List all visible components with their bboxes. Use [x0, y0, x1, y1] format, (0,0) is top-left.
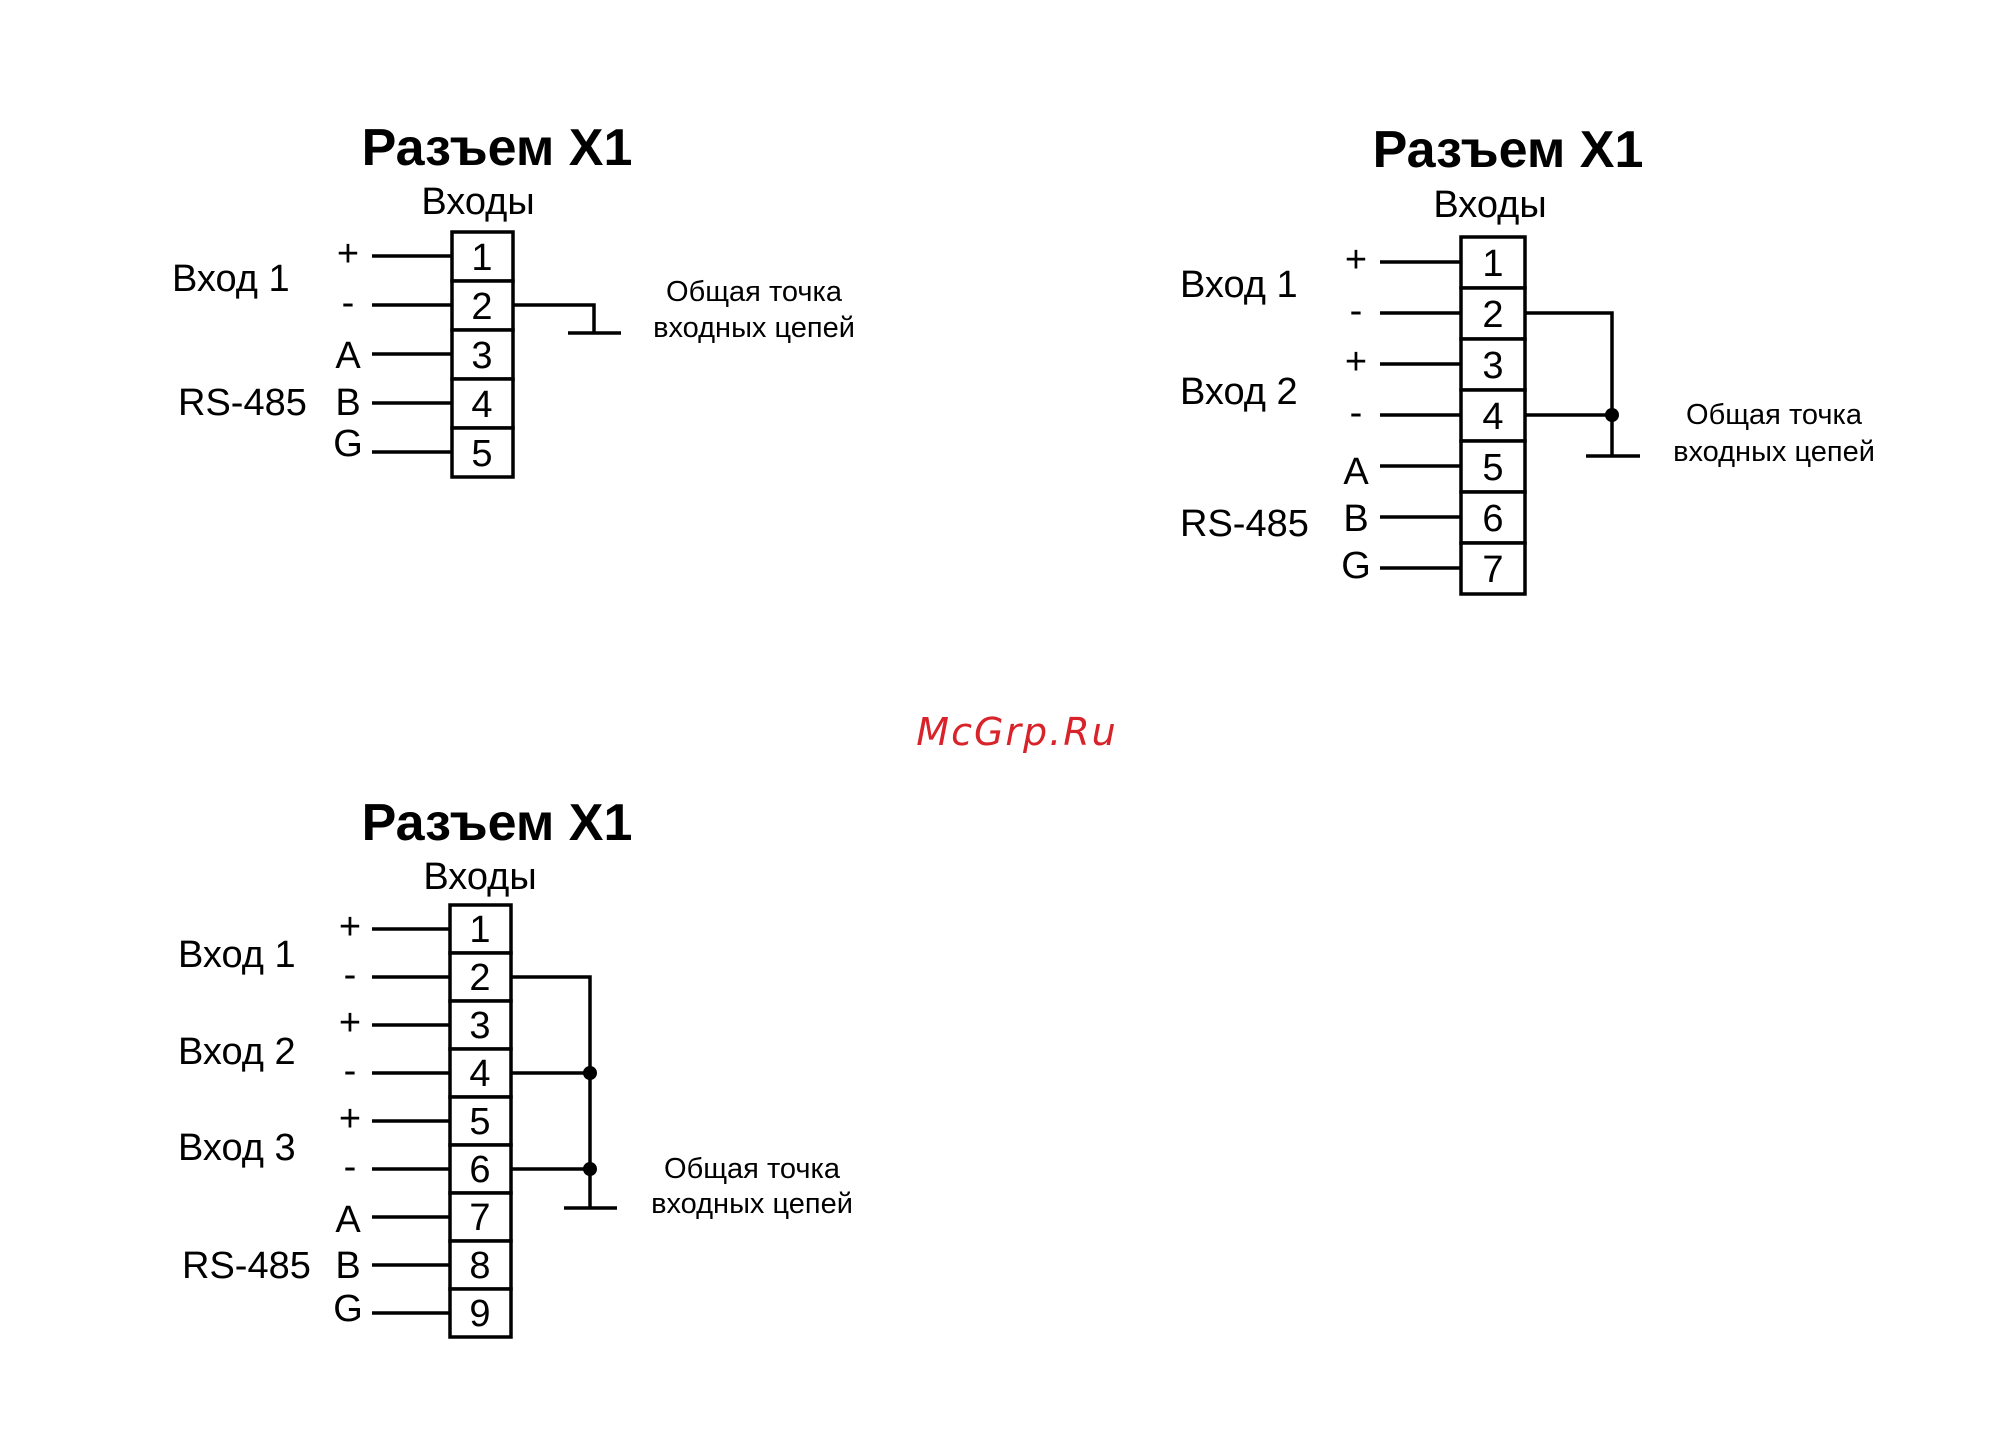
pin-number: 5: [1482, 447, 1503, 489]
wire-leads: [1380, 262, 1461, 568]
signal-label: B: [335, 1245, 360, 1287]
pin-number: 3: [1482, 345, 1503, 387]
pin-number: 4: [471, 384, 492, 426]
input-group-label: Вход 2: [1180, 371, 1298, 413]
connector-diagram-1: Разъем X1 Входы 1 2 3 4 5 + - A B G: [172, 119, 855, 477]
pin-number: 6: [469, 1149, 490, 1191]
signal-label: -: [344, 1050, 357, 1092]
signal-label: -: [1350, 392, 1363, 434]
rs485-group-label: RS-485: [178, 382, 307, 424]
signal-label: A: [335, 1199, 361, 1241]
pin-number: 4: [469, 1053, 490, 1095]
pin-number: 9: [469, 1293, 490, 1335]
common-point-note: Общая точка: [1686, 399, 1863, 431]
signal-label: A: [335, 335, 361, 377]
signal-label: B: [1343, 498, 1368, 540]
wire-leads: [372, 256, 452, 452]
pin-number: 2: [471, 286, 492, 328]
input-group-label: Вход 3: [178, 1127, 296, 1169]
pin-number: 5: [471, 433, 492, 475]
pin-number: 6: [1482, 498, 1503, 540]
common-point-note: входных цепей: [651, 1188, 853, 1220]
pin-number: 3: [471, 335, 492, 377]
junction-dot: [583, 1162, 597, 1176]
pin-number: 8: [469, 1245, 490, 1287]
rs485-group-label: RS-485: [1180, 503, 1309, 545]
signal-label: A: [1343, 451, 1369, 493]
pin-number: 7: [469, 1197, 490, 1239]
signal-label: +: [337, 233, 359, 275]
wire-leads: [372, 929, 450, 1313]
terminal-block: 1 2 3 4 5: [452, 232, 513, 477]
connector-subtitle: Входы: [423, 856, 536, 898]
signal-label: -: [1350, 290, 1363, 332]
pin-number: 7: [1482, 549, 1503, 591]
signal-labels: + - + - A B G: [1341, 239, 1371, 587]
pin-number: 1: [1482, 243, 1503, 285]
connector-title: Разъем X1: [362, 119, 633, 177]
signal-label: +: [1345, 239, 1367, 281]
common-point-note: входных цепей: [653, 312, 855, 344]
input-group-label: Вход 1: [172, 258, 290, 300]
common-point-note: входных цепей: [1673, 436, 1875, 468]
signal-label: +: [339, 1098, 361, 1140]
signal-labels: + - + - + - A B G: [333, 906, 363, 1330]
common-point-note: Общая точка: [664, 1153, 841, 1185]
pin-number: 1: [471, 237, 492, 279]
signal-label: +: [339, 1002, 361, 1044]
pin-number: 2: [1482, 294, 1503, 336]
input-group-label: Вход 1: [178, 934, 296, 976]
input-group-label: Вход 2: [178, 1031, 296, 1073]
connector-subtitle: Входы: [1433, 184, 1546, 226]
common-ground: [513, 305, 621, 333]
junction-dot: [1605, 408, 1619, 422]
signal-label: -: [344, 954, 357, 996]
connector-title: Разъем X1: [362, 794, 633, 852]
pin-number: 1: [469, 909, 490, 951]
junction-dot: [583, 1066, 597, 1080]
terminal-block: 1 2 3 4 5 6 7: [1461, 237, 1525, 594]
rs485-group-label: RS-485: [182, 1245, 311, 1287]
common-ground: [511, 977, 617, 1208]
signal-label: G: [333, 1288, 363, 1330]
pin-number: 2: [469, 957, 490, 999]
signal-label: G: [333, 423, 363, 465]
input-group-label: Вход 1: [1180, 264, 1298, 306]
signal-label: B: [335, 382, 360, 424]
watermark: McGrp.Ru: [916, 710, 1117, 754]
signal-label: -: [344, 1146, 357, 1188]
signal-label: G: [1341, 545, 1371, 587]
common-point-note: Общая точка: [666, 276, 843, 308]
terminal-block: 1 2 3 4 5 6 7 8 9: [450, 905, 511, 1337]
pin-number: 5: [469, 1101, 490, 1143]
pin-number: 3: [469, 1005, 490, 1047]
common-ground: [1525, 313, 1640, 456]
connector-diagram-3: Разъем X1 Входы 1 2 3 4 5 6 7 8 9: [178, 794, 853, 1337]
signal-label: +: [1345, 341, 1367, 383]
connector-title: Разъем X1: [1373, 121, 1644, 179]
signal-label: -: [342, 282, 355, 324]
connector-diagram-2: Разъем X1 Входы 1 2 3 4 5 6 7: [1180, 121, 1875, 594]
pin-number: 4: [1482, 396, 1503, 438]
signal-label: +: [339, 906, 361, 948]
connector-subtitle: Входы: [421, 181, 534, 223]
signal-labels: + - A B G: [333, 233, 363, 465]
